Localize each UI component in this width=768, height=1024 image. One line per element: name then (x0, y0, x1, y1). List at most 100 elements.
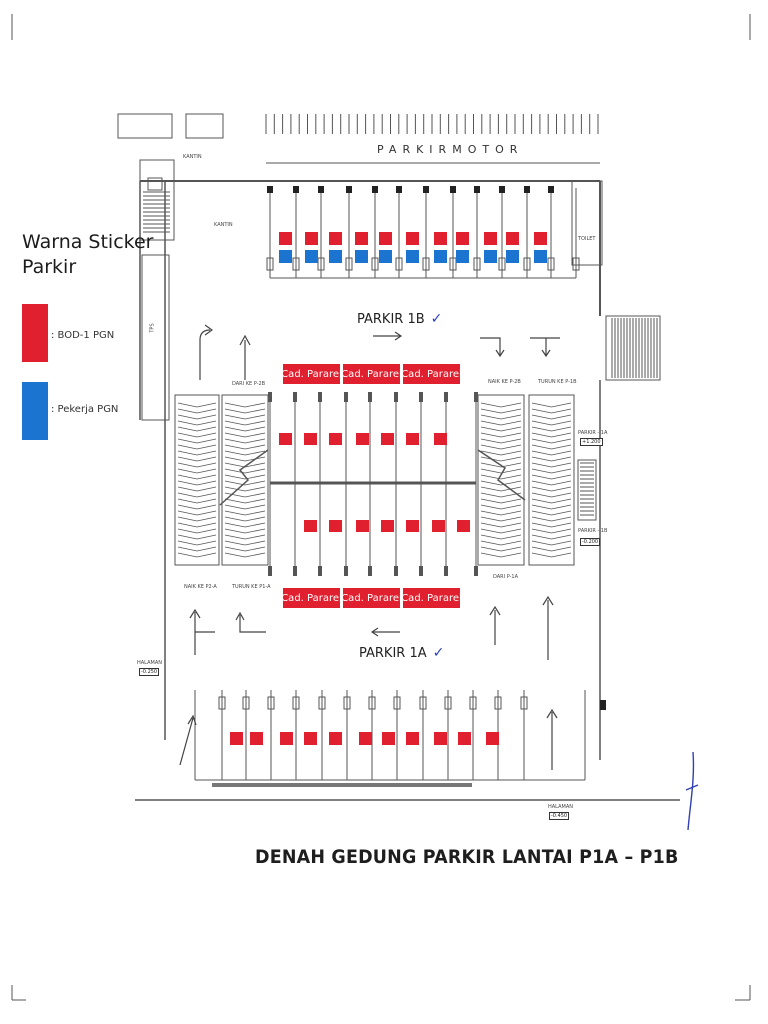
wheel-stop (419, 696, 427, 710)
ramp-hatch (224, 528, 266, 534)
stair-box (139, 159, 175, 241)
ramp-hatch (531, 480, 572, 486)
ramp-hatch (480, 432, 522, 438)
drain-strip (212, 783, 472, 787)
ramp-hatch (177, 486, 217, 492)
ramp-hatch (224, 450, 266, 456)
ramp-hatch (224, 498, 266, 504)
ramp-break-line (477, 449, 526, 501)
sticker-bod-marker (279, 433, 292, 445)
ramp-hatch (480, 522, 522, 528)
ramp-hatch (177, 462, 217, 468)
direction-arrow (530, 337, 560, 358)
column (346, 186, 352, 193)
sticker-bod-marker (534, 232, 547, 245)
sticker-bod-marker (304, 520, 317, 532)
ramp-hatch (224, 420, 266, 426)
sticker-bod-marker (250, 732, 263, 745)
ramp-hatch (531, 498, 572, 504)
ramp-hatch (480, 462, 522, 468)
ramp-hatch (224, 504, 266, 510)
sticker-pekerja-marker (484, 250, 497, 263)
wheel-stop (292, 696, 300, 710)
sticker-bod-marker (382, 732, 395, 745)
sticker-bod-marker (457, 520, 470, 532)
ramp-hatch (480, 420, 522, 426)
ramp-hatch (224, 480, 266, 486)
ramp-hatch (224, 408, 266, 414)
legend-label-bod: : BOD-1 PGN (51, 330, 115, 341)
sticker-bod-marker (406, 232, 419, 245)
ramp-hatch (480, 486, 522, 492)
ramp-hatch (177, 444, 217, 450)
sticker-bod-marker (304, 732, 317, 745)
ramp-hatch (177, 552, 217, 558)
sticker-bod-marker (458, 732, 471, 745)
level-value-halaman-bottom: -0.450 (549, 812, 570, 820)
ramp-hatch (531, 408, 572, 414)
ramp-hatch (177, 546, 217, 552)
ramp-hatch (531, 468, 572, 474)
ramp-hatch (531, 414, 572, 420)
ramp-hatch (224, 414, 266, 420)
legend-swatch-pekerja (22, 382, 48, 440)
ramp-hatch (531, 474, 572, 480)
ramp-hatch (224, 456, 266, 462)
sticker-bod-marker (305, 232, 318, 245)
zone-label-1a-text: PARKIR 1A (359, 646, 427, 661)
wheel-stop (371, 257, 379, 271)
wheel-stop (368, 696, 376, 710)
sticker-pekerja-marker (434, 250, 447, 263)
column (474, 186, 480, 193)
wheel-stop (520, 696, 528, 710)
legend-label-pekerja: : Pekerja PGN (51, 404, 119, 415)
column (444, 392, 448, 402)
ramp-hatch (531, 444, 572, 450)
ramp (528, 394, 575, 566)
zone-label-1a: PARKIR 1A✓ (359, 645, 444, 661)
wheel-stop (242, 696, 250, 710)
ramp-hatch (177, 414, 217, 420)
column (268, 392, 272, 402)
sticker-bod-marker (434, 732, 447, 745)
ramp-hatch (177, 408, 217, 414)
direction-arrow (179, 714, 197, 766)
side-stair (577, 459, 597, 521)
sticker-bod-marker (329, 732, 342, 745)
column (499, 186, 505, 193)
sticker-bod-marker (434, 232, 447, 245)
wheel-stop (393, 696, 401, 710)
sticker-bod-marker (329, 232, 342, 245)
ramp (221, 394, 269, 566)
reserve-parallel-label: Cad. Pararel (401, 588, 462, 608)
ramp-hatch (224, 486, 266, 492)
ramp-hatch (480, 468, 522, 474)
ramp-hatch (177, 534, 217, 540)
signature-mark (685, 751, 699, 831)
wheel-stop (343, 696, 351, 710)
sticker-bod-marker (379, 232, 392, 245)
sticker-bod-marker (406, 433, 419, 445)
ramp-label-dari-p1a: DARI P-1A (493, 574, 519, 580)
wheel-stop (318, 696, 326, 710)
wheel-stop (572, 257, 580, 271)
ramp (477, 394, 525, 566)
column (318, 186, 324, 193)
room-label-tps: TPS (149, 323, 156, 333)
ramp-hatch (480, 414, 522, 420)
ramp-hatch (480, 474, 522, 480)
room-label-kantin: KANTIN (183, 154, 202, 160)
ramp-hatch (531, 522, 572, 528)
direction-arrow (542, 595, 554, 660)
column (267, 186, 273, 193)
ramp-hatch (224, 522, 266, 528)
ramp-hatch (480, 402, 522, 408)
ramp (174, 394, 220, 566)
ramp-hatch (531, 402, 572, 408)
ramp-label-turun-p1a: TURUN KE P1-A (232, 584, 271, 590)
tps-room (141, 254, 170, 421)
room-label-kantin-2: KANTIN (214, 222, 233, 228)
column (423, 186, 429, 193)
sticker-bod-marker (359, 732, 372, 745)
